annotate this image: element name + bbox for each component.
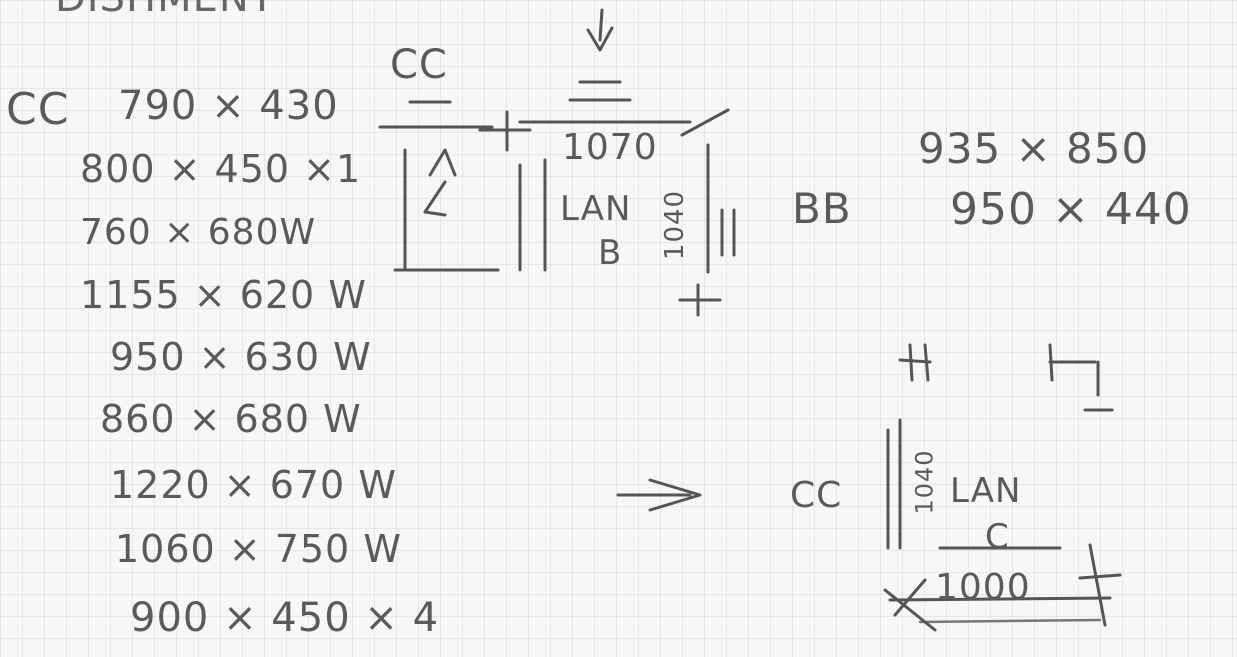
diagram-cc-label: CC xyxy=(390,42,448,88)
bottom-lan-label: LAN xyxy=(950,471,1022,511)
bottom-width-label: 1000 xyxy=(935,567,1031,608)
diagram-lan-label: LAN xyxy=(560,189,632,229)
diagram-side-dim: 1040 xyxy=(660,189,691,261)
size-row-6: 860 × 680 W xyxy=(100,397,362,441)
mark-bracket xyxy=(1048,343,1114,412)
bottom-left-plus xyxy=(883,578,937,632)
bottom-base-line-2 xyxy=(918,618,1102,624)
diagram-width-label: 1070 xyxy=(562,127,658,168)
size-row-3: 760 × 680W xyxy=(80,212,317,253)
bottom-c-label: C xyxy=(985,517,1010,557)
corner-tick xyxy=(680,108,730,137)
down-arrow-stroke xyxy=(586,8,614,52)
bottom-right-plus xyxy=(1078,543,1122,627)
bottom-base-line xyxy=(888,596,1112,602)
size-row-2: 800 × 450 ×1 xyxy=(80,147,362,191)
cc-list-prefix: CC xyxy=(6,84,70,135)
bottom-side-dim: 1040 xyxy=(910,449,939,515)
size-row-4: 1155 × 620 W xyxy=(80,273,367,317)
mark-star-h xyxy=(898,343,932,382)
arrow-left-stroke xyxy=(423,180,447,217)
right-size-2: 950 × 440 xyxy=(950,184,1192,235)
arrow-head xyxy=(648,478,702,512)
size-row-5: 950 × 630 W xyxy=(110,335,372,379)
right-size-1: 935 × 850 xyxy=(918,124,1150,173)
size-row-9: 900 × 450 × 4 xyxy=(130,595,440,641)
size-row-8: 1060 × 750 W xyxy=(115,527,402,571)
size-row-7: 1220 × 670 W xyxy=(110,463,397,507)
arrow-up-stroke xyxy=(428,148,457,177)
diagram-b-label: B xyxy=(598,233,623,273)
partial-heading: DISHMENT xyxy=(55,0,275,18)
bottom-cc-label: CC xyxy=(790,475,843,516)
size-row-1: 790 × 430 xyxy=(118,83,339,129)
diagram-bb-label: BB xyxy=(792,184,852,233)
